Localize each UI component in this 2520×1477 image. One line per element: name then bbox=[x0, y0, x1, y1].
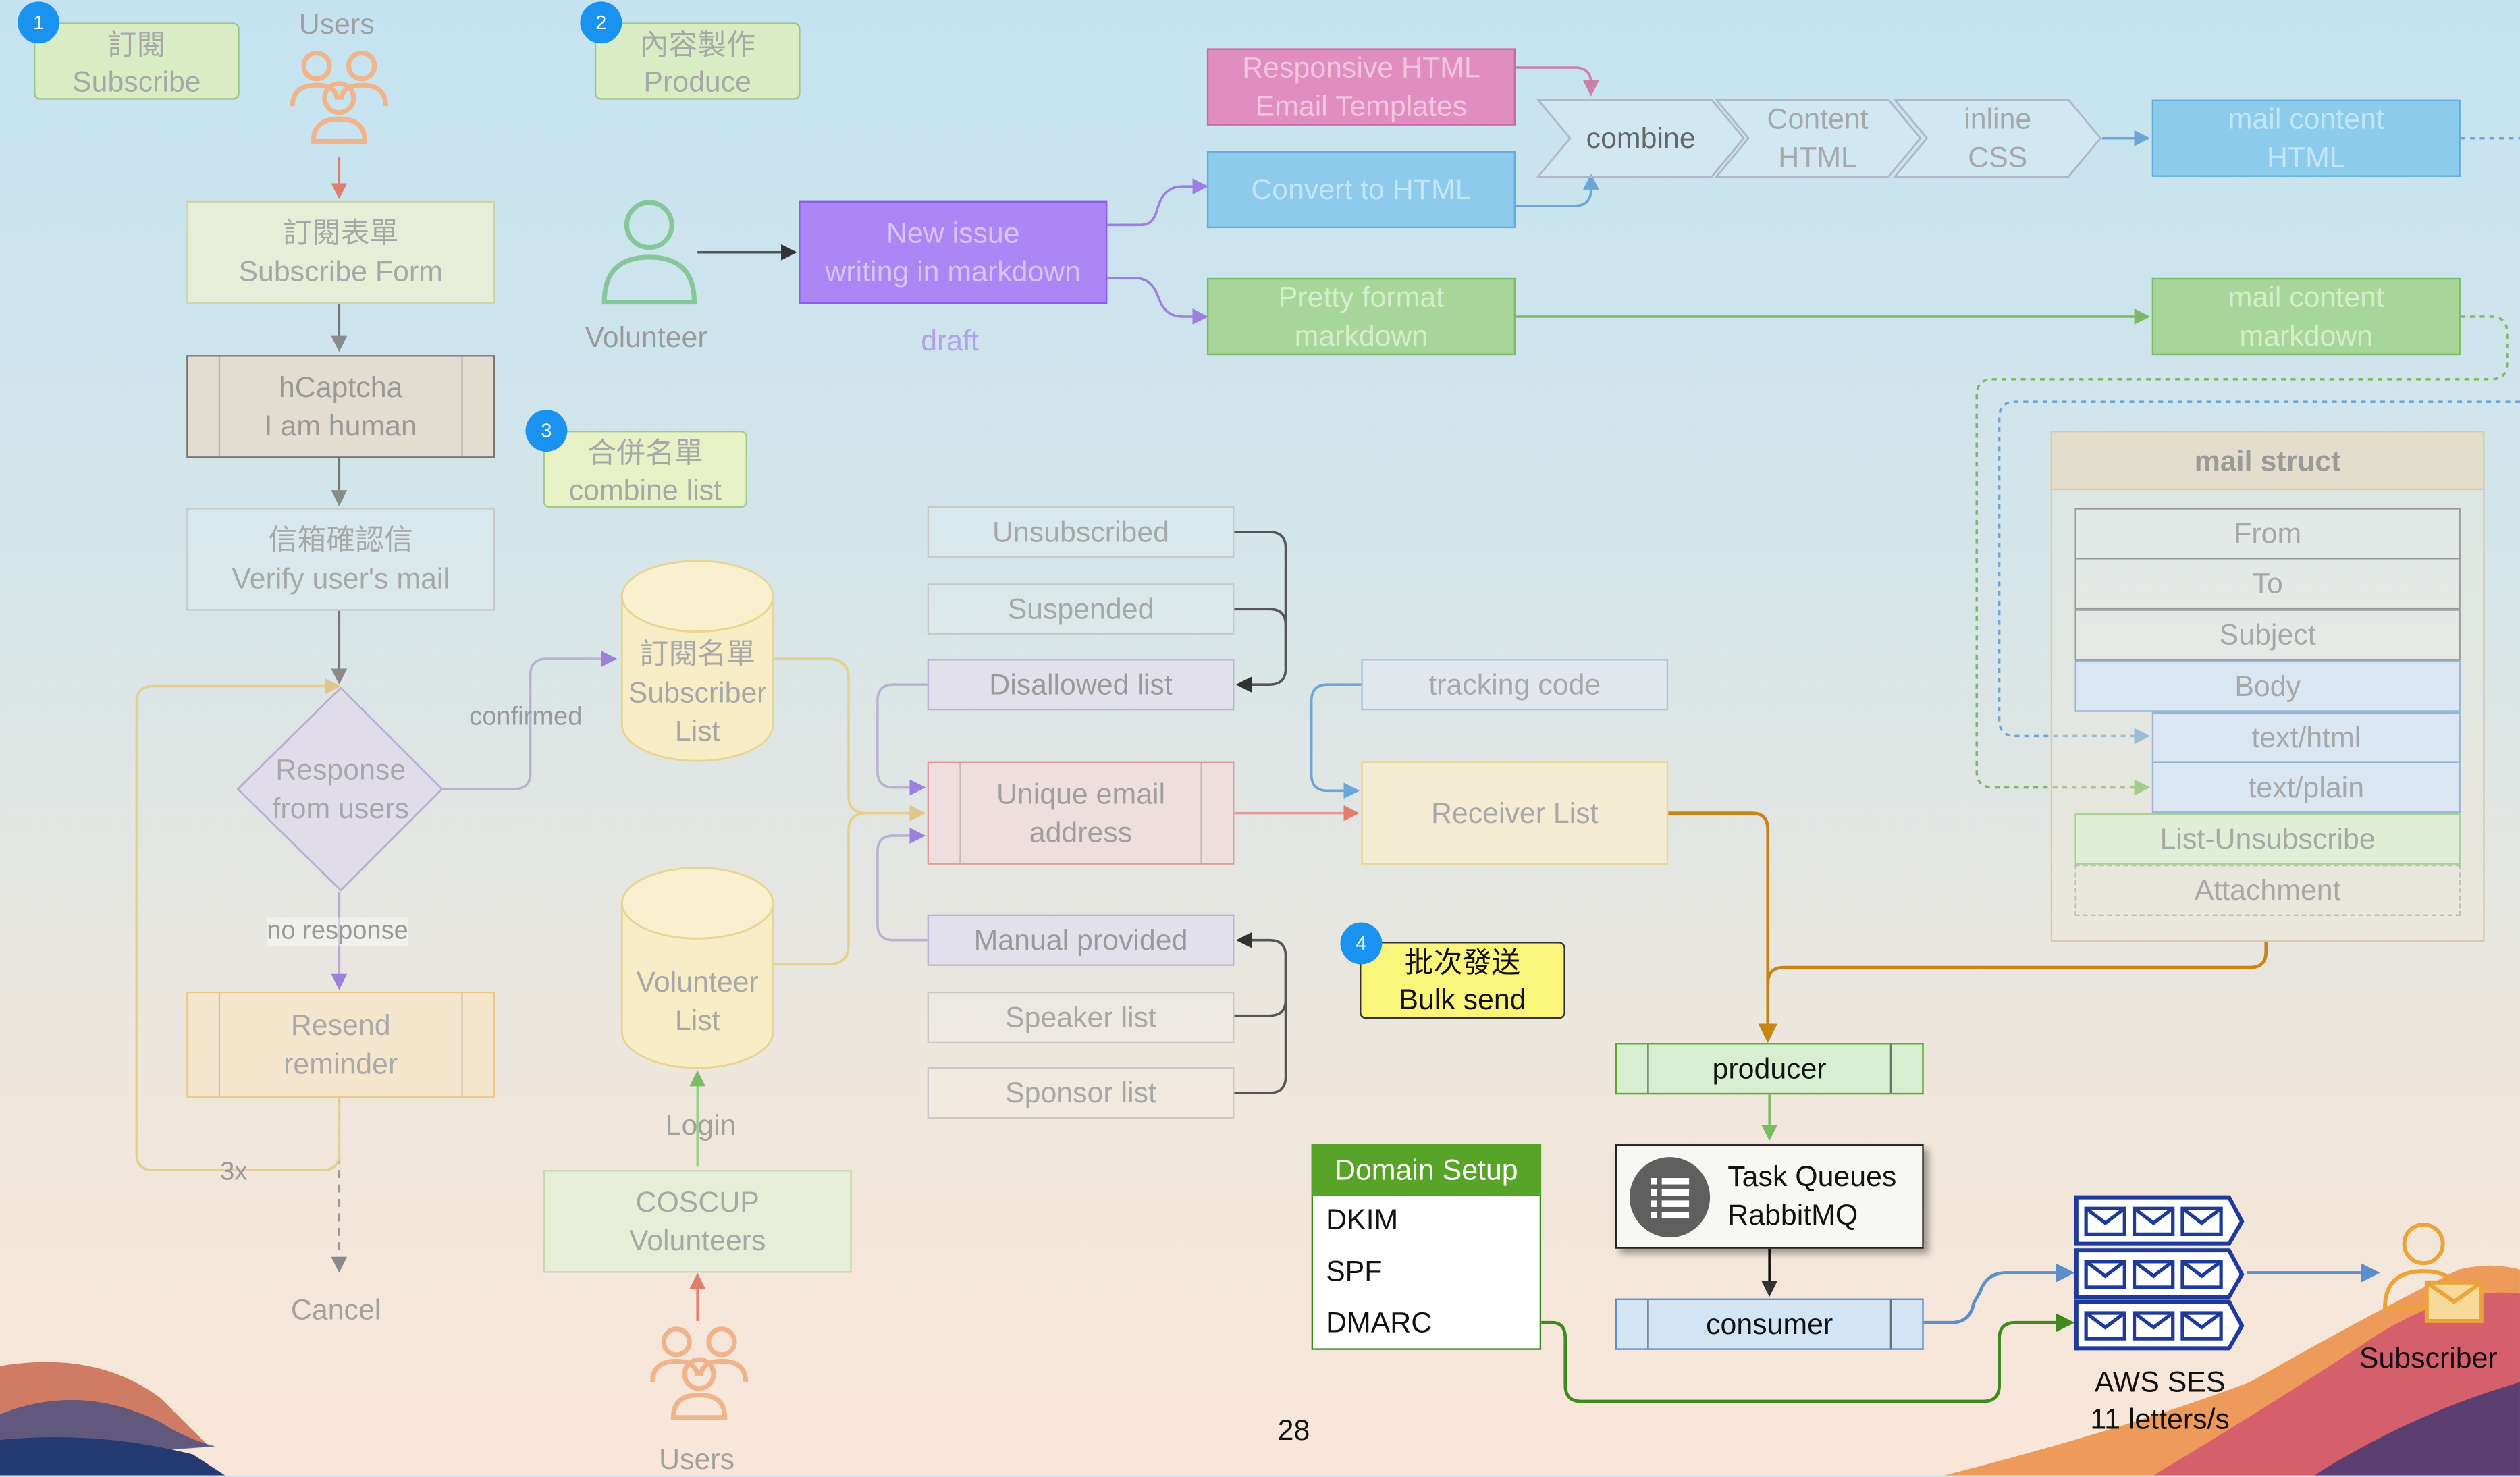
mail-field-text-html: text/html bbox=[2151, 711, 2461, 763]
page-number: 28 bbox=[1277, 1414, 1310, 1447]
badge-4: 4 bbox=[1340, 922, 1383, 965]
convert-html-box: Convert to HTML bbox=[1206, 151, 1516, 229]
badge-1: 1 bbox=[18, 1, 60, 44]
domain-setup-title: Domain Setup bbox=[1311, 1144, 1542, 1196]
new-issue-box: New issue writing in markdown bbox=[799, 200, 1108, 304]
unique-email-box: Unique email address bbox=[927, 761, 1235, 865]
subscriber-list-label: 訂閱名單 Subscriber List bbox=[628, 638, 767, 748]
users-icon-bottom bbox=[649, 1326, 749, 1420]
subscribe-section-box: 訂閱 Subscribe bbox=[33, 22, 240, 100]
pipeline-step-inline-css: inline CSS bbox=[1964, 103, 2032, 174]
verify-mail-box: 信箱確認信 Verify user's mail bbox=[186, 508, 495, 611]
consumer-box: consumer bbox=[1615, 1298, 1924, 1350]
produce-section-label-en: Produce bbox=[643, 65, 752, 99]
domain-item-dmarc: DMARC bbox=[1326, 1306, 1432, 1339]
mail-field-subject: Subject bbox=[2074, 609, 2461, 661]
unsubscribed-list: Unsubscribed bbox=[927, 506, 1235, 558]
users-label-top: Users bbox=[298, 7, 375, 41]
volunteer-icon bbox=[601, 200, 697, 305]
captcha-box: hCaptcha I am human bbox=[186, 355, 495, 458]
sponsor-list: Sponsor list bbox=[927, 1067, 1235, 1119]
aws-ses-icon bbox=[2074, 1195, 2245, 1351]
disallowed-list: Disallowed list bbox=[927, 659, 1235, 711]
html-pipeline bbox=[1536, 99, 2102, 178]
subscriber-icon bbox=[2382, 1223, 2484, 1323]
manual-provided-list: Manual provided bbox=[927, 914, 1235, 966]
mail-content-html: mail content HTML bbox=[2151, 99, 2461, 177]
pipeline-step-content-html: Content HTML bbox=[1767, 103, 1869, 174]
produce-section-label: 內容製作 bbox=[639, 28, 755, 61]
mail-field-body: Body bbox=[2074, 660, 2461, 712]
producer-box: producer bbox=[1615, 1043, 1924, 1095]
response-decision bbox=[236, 686, 444, 892]
tracking-code-box: tracking code bbox=[1361, 659, 1669, 711]
mail-content-markdown: mail content markdown bbox=[2151, 277, 2461, 356]
mail-field-to: To bbox=[2074, 558, 2461, 610]
badge-3: 3 bbox=[525, 410, 568, 452]
login-label: Login bbox=[665, 1108, 736, 1142]
subscribe-form: 訂閱表單 Subscribe Form bbox=[186, 200, 495, 304]
speaker-list: Speaker list bbox=[927, 991, 1235, 1044]
pipeline-step-combine: combine bbox=[1586, 122, 1696, 155]
domain-item-spf: SPF bbox=[1326, 1255, 1383, 1287]
retry-label: 3x bbox=[220, 1158, 248, 1186]
pretty-markdown-box: Pretty format markdown bbox=[1206, 277, 1516, 356]
volunteer-list-label: Volunteer List bbox=[636, 965, 759, 1037]
mail-field-attachment: Attachment bbox=[2074, 864, 2461, 916]
subscriber-label: Subscriber bbox=[2359, 1341, 2498, 1374]
draft-label: draft bbox=[921, 324, 979, 357]
users-icon bbox=[290, 50, 388, 144]
subscriber-list-cylinder bbox=[620, 560, 774, 762]
no-response-label: no response bbox=[267, 917, 408, 947]
produce-section-box: 內容製作 Produce bbox=[594, 22, 801, 100]
bulk-section-box: 批次發送 Bulk send bbox=[1360, 942, 1565, 1019]
combine-section-box: 合併名單 combine list bbox=[543, 431, 748, 508]
task-queue-label: Task Queues RabbitMQ bbox=[1727, 1160, 1897, 1231]
users-label-bottom: Users bbox=[659, 1443, 735, 1476]
mail-struct-title: mail struct bbox=[2050, 431, 2485, 491]
resend-reminder: Resend reminder bbox=[186, 991, 495, 1098]
domain-item-dkim: DKIM bbox=[1326, 1204, 1399, 1236]
combine-section-label: 合併名單 bbox=[587, 437, 703, 470]
task-list-icon bbox=[1630, 1157, 1711, 1238]
combine-section-label-en: combine list bbox=[568, 474, 722, 506]
bulk-section-label-en: Bulk send bbox=[1399, 983, 1526, 1016]
subscribe-section-label: 訂閱 bbox=[107, 28, 166, 61]
cancel-label: Cancel bbox=[290, 1293, 381, 1326]
response-decision-label: Response from users bbox=[272, 753, 409, 825]
badge-2: 2 bbox=[580, 1, 622, 44]
mail-field-text-plain: text/plain bbox=[2151, 761, 2461, 813]
receiver-list-box: Receiver List bbox=[1361, 761, 1669, 865]
mail-field-list-unsubscribe: List-Unsubscribe bbox=[2074, 813, 2461, 865]
email-templates-box: Responsive HTML Email Templates bbox=[1206, 48, 1516, 126]
volunteer-list-cylinder bbox=[620, 867, 774, 1069]
suspended-list: Suspended bbox=[927, 583, 1235, 635]
confirmed-label: confirmed bbox=[469, 703, 583, 732]
aws-ses-label: AWS SES 11 letters/s bbox=[2090, 1366, 2230, 1435]
volunteer-label: Volunteer bbox=[585, 321, 707, 354]
coscup-volunteers-box: COSCUP Volunteers bbox=[543, 1170, 852, 1273]
bulk-section-label: 批次發送 bbox=[1404, 946, 1521, 979]
subscribe-section-label-en: Subscribe bbox=[72, 65, 201, 99]
mail-field-from: From bbox=[2074, 508, 2461, 560]
